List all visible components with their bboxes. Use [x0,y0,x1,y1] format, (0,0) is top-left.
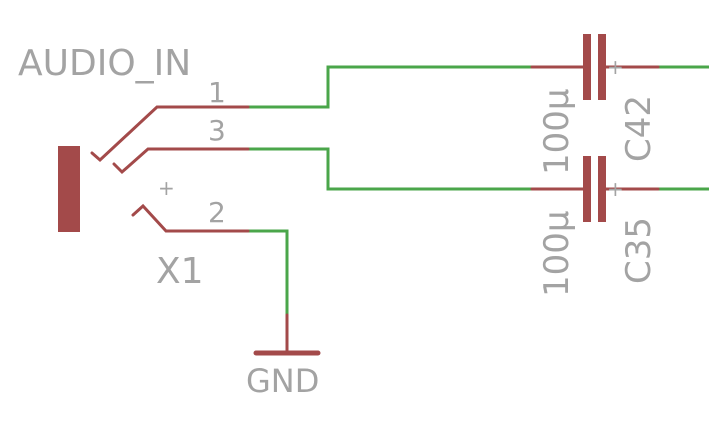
labels: AUDIO_IN X1 1 3 2 + + + 100µ C42 100µ C3… [18,43,659,400]
gnd-label: GND [246,362,319,400]
jack-pin2-contact [131,203,250,233]
c42-designator-label: C42 [619,95,659,162]
audio-jack-x1 [58,105,250,233]
net-pin1-to-c42 [246,65,534,109]
c35-designator-label: C35 [619,217,659,284]
ground-symbol [253,313,321,356]
net-pin3-to-c35 [246,147,534,191]
capacitor-c42 [530,34,660,100]
net-wires [246,65,709,317]
net-pin2-to-gnd [246,229,289,317]
jack-value-label: AUDIO_IN [18,43,191,84]
jack-body [58,146,80,232]
pin-3-label: 3 [208,114,226,147]
jack-polarity-mark: + [158,176,175,200]
jack-pin3-contact [112,147,250,175]
c35-value-label: 100µ [537,210,577,297]
jack-pin1-contact [90,105,250,163]
c42-value-label: 100µ [537,88,577,175]
capacitor-c35 [530,156,660,222]
jack-designator-label: X1 [156,251,204,292]
c42-polarity-mark: + [607,55,624,79]
pin-2-label: 2 [208,196,226,229]
pin-1-label: 1 [208,76,226,109]
c35-polarity-mark: + [607,177,624,201]
